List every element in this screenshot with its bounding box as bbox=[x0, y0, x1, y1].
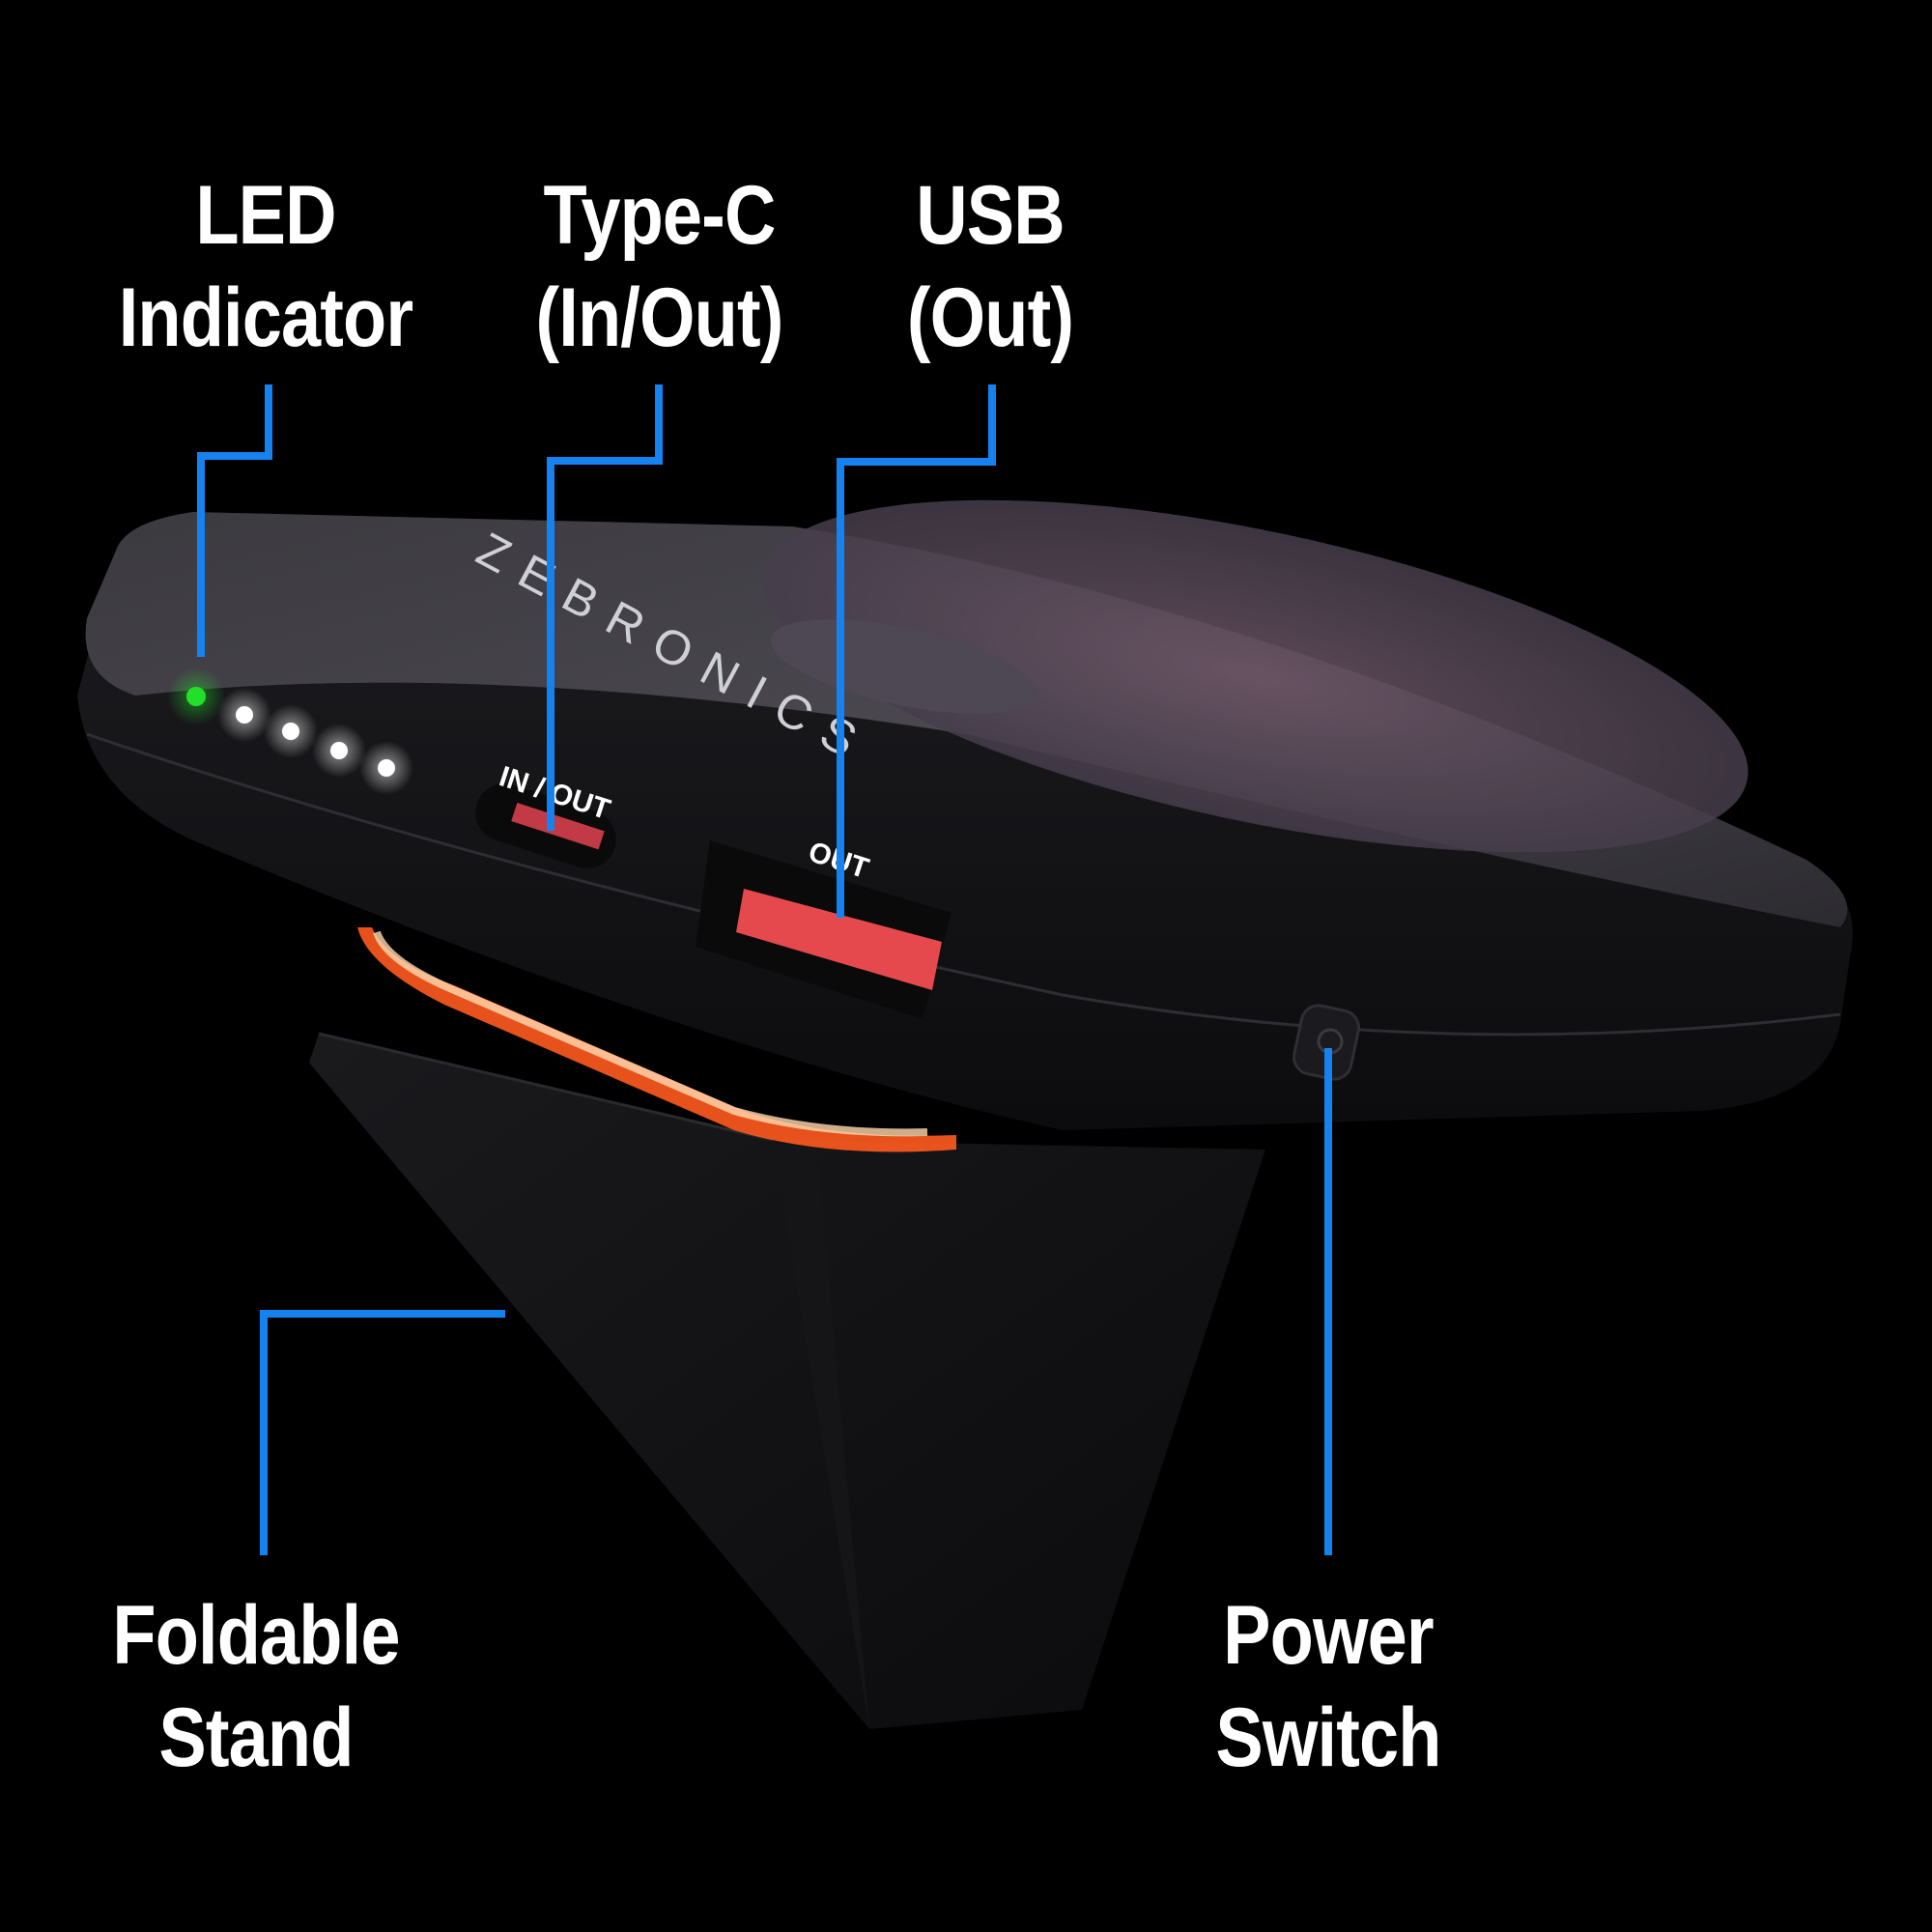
typec-label: Type-C (In/Out) bbox=[535, 169, 783, 364]
wireless-charging-pad bbox=[763, 499, 1748, 853]
usb-leader-line bbox=[837, 384, 996, 918]
led-dot bbox=[330, 742, 348, 759]
led-indicator-label: LED Indicator bbox=[118, 169, 413, 364]
led-indicator bbox=[167, 668, 413, 795]
power-switch-label: Power Switch bbox=[1215, 1589, 1441, 1784]
power-bank: ZEBRONICS bbox=[77, 499, 1853, 1130]
led-dot bbox=[378, 759, 395, 777]
led-leader-line bbox=[197, 384, 272, 657]
stand-leader-line bbox=[260, 1310, 505, 1555]
leader-lines bbox=[197, 384, 1332, 1555]
foldable-stand-label: Foldable Stand bbox=[112, 1589, 400, 1784]
led-dot bbox=[282, 723, 299, 740]
foldable-stand bbox=[309, 1032, 1265, 1729]
typec-leader-line bbox=[547, 384, 663, 831]
led-dot-active bbox=[186, 687, 206, 706]
usb-label: USB (Out) bbox=[906, 169, 1074, 364]
power-switch bbox=[1293, 1004, 1360, 1081]
led-dot bbox=[236, 706, 253, 724]
